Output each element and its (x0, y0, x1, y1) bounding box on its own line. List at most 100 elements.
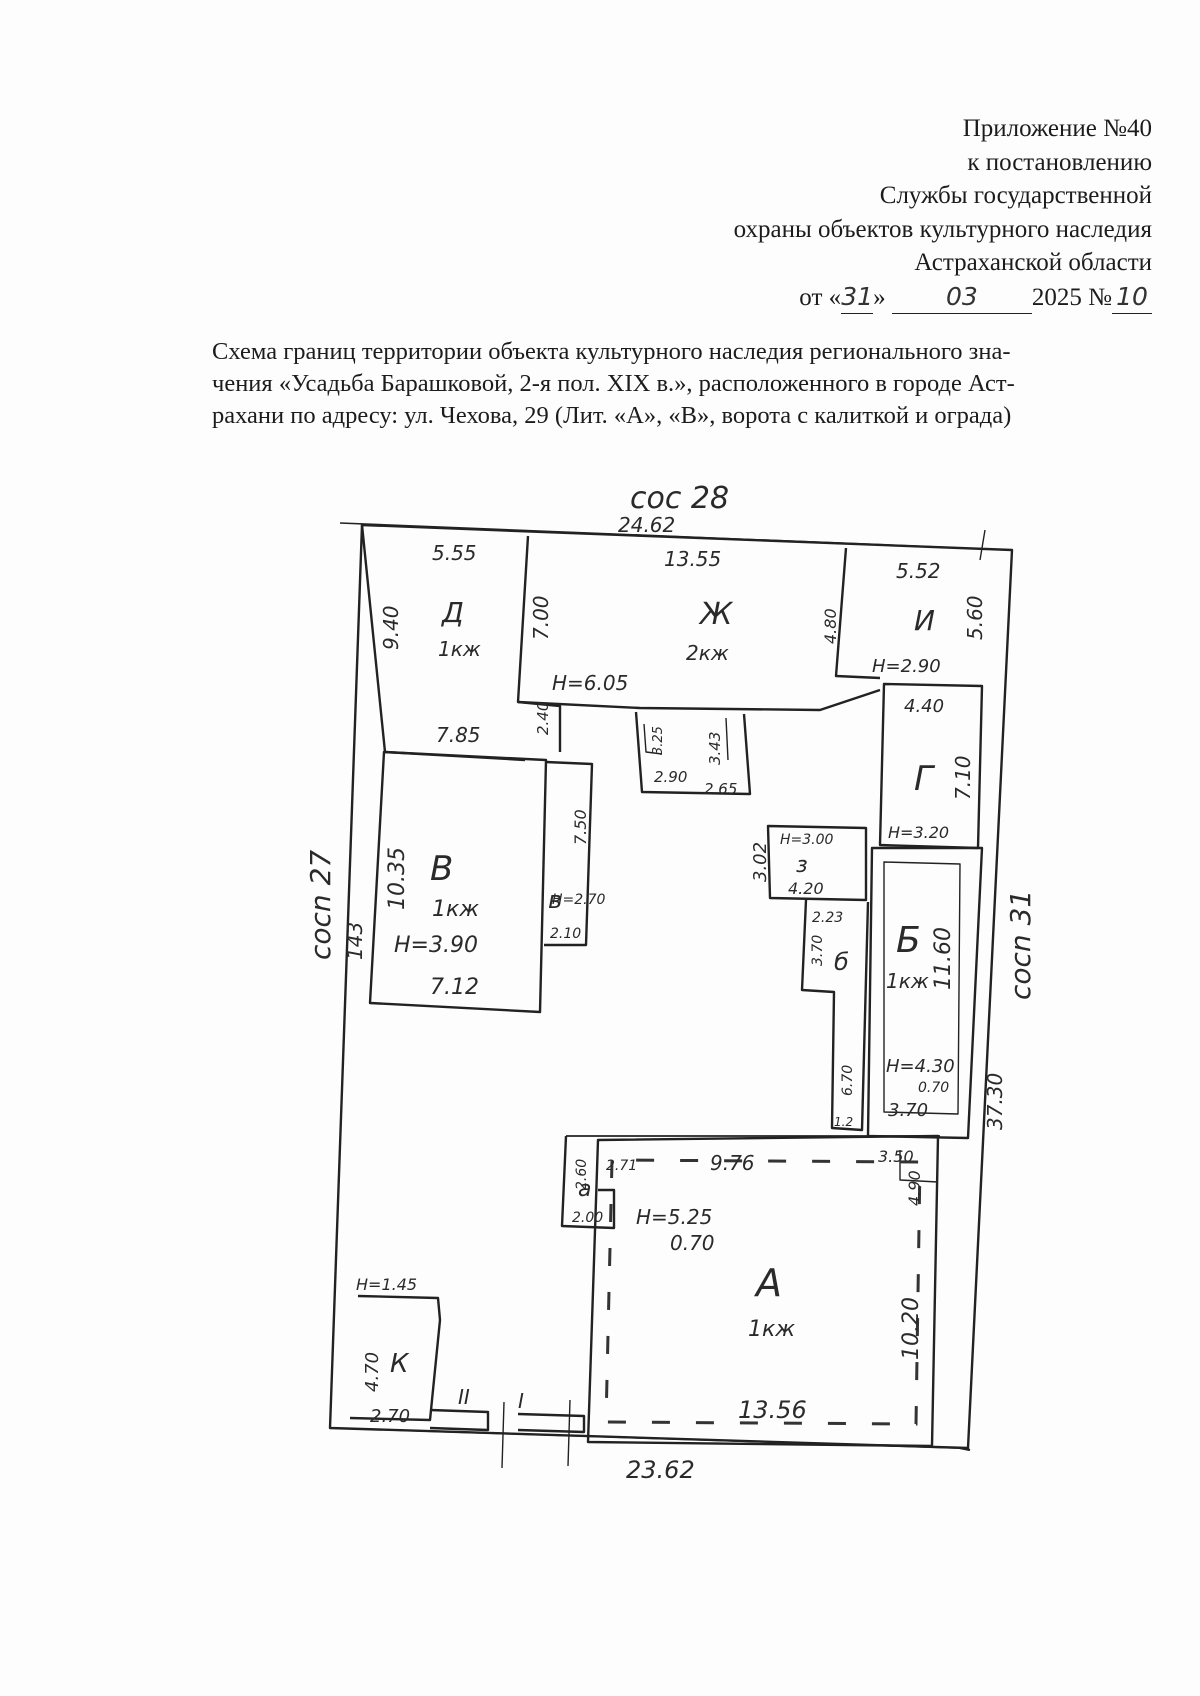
label-gate-ii: II (458, 1385, 470, 1409)
appendix-line-4: охраны объектов культурного наследия (733, 215, 1152, 243)
a-top-dim: 9.76 (710, 1151, 755, 1175)
appendix-header: Приложение №40 к постановлению Службы го… (592, 112, 1152, 314)
label-k: К (390, 1349, 410, 1379)
a-right-side-dim: 4.90 (905, 1170, 924, 1206)
label-g: Г (914, 759, 936, 799)
gate-ii-outline (429, 1408, 490, 1432)
a-ext-bottom-dim: 2.00 (572, 1210, 603, 1226)
building-a-outline (586, 1134, 940, 1448)
neighbor-top-label: coc 28 (630, 481, 729, 516)
zh-floors: 2кж (686, 641, 729, 665)
a-height-sub: 0.70 (670, 1231, 715, 1255)
annex-dim-a: 3.25 (651, 726, 666, 755)
neighbor-right-label: cocn 31 (1004, 890, 1037, 1000)
neighbor-left-num: 143 (343, 922, 367, 960)
d-bottom-dim: 7.85 (436, 723, 481, 747)
b-height: Н=4.30 (886, 1056, 955, 1077)
b-ext-side-dim: 3.70 (810, 935, 826, 966)
title-line-3: рахани по адресу: ул. Чехова, 29 (Лит. «… (212, 402, 1012, 429)
zh-left-dim: 7.00 (529, 595, 553, 640)
label-a: А (753, 1261, 782, 1305)
handwritten-number: 10 (1112, 280, 1152, 314)
i-height: Н=2.90 (872, 656, 941, 677)
a-bottom-dim: 13.56 (738, 1396, 807, 1424)
a-side-dim: 10.20 (899, 1297, 924, 1360)
a-right-top-dim: 3.50 (878, 1147, 914, 1166)
v-left-dim: 10.35 (385, 847, 410, 910)
neighbor-left-label: cocn 27 (304, 850, 337, 960)
dim-bottom: 23.62 (626, 1456, 695, 1484)
v-height: Н=3.90 (394, 933, 478, 958)
zh-top-dim: 13.55 (664, 547, 721, 571)
gate-i-outline (517, 1412, 586, 1434)
annex-dim-b: 3.43 (706, 732, 724, 765)
title-line-1: Схема границ территории объекта культурн… (212, 338, 1011, 365)
b-height-sub: 0.70 (918, 1080, 949, 1096)
dim-right: 37.30 (983, 1073, 1007, 1130)
b-side-dim: 11.60 (931, 927, 956, 990)
annex-outline (634, 711, 752, 796)
a-top-small-dim: 2.71 (606, 1158, 637, 1174)
building-v-extension (544, 760, 594, 947)
label-gate-i: I (518, 1389, 524, 1413)
handwritten-day: 31 (841, 280, 874, 314)
handwritten-month: 03 (891, 280, 1032, 314)
i-left-dim: 4.80 (821, 608, 840, 644)
structure-k-outline (349, 1294, 442, 1422)
g-top-dim: 4.40 (904, 696, 944, 717)
v-bottom-dim: 7.12 (430, 975, 479, 1000)
annex-dim-c: 2.90 (654, 768, 687, 786)
d-floors: 1кж (438, 637, 481, 661)
z-left-dim: 3.02 (750, 842, 771, 882)
label-b-extension: б (834, 948, 849, 976)
k-bottom-dim: 2.70 (370, 1406, 410, 1427)
label-z: з (796, 853, 808, 878)
building-b-outline (866, 846, 984, 1140)
appendix-line-3: Службы государственной (879, 182, 1152, 209)
v-ext-height: Н=2.70 (552, 892, 606, 908)
a-floors: 1кж (748, 1317, 795, 1342)
label-a-extension: а (578, 1177, 591, 1202)
dim-top: 24.62 (618, 513, 675, 537)
d-left-dim: 9.40 (379, 605, 403, 650)
appendix-number: Приложение №40 (962, 115, 1152, 142)
g-side-dim: 7.10 (951, 755, 975, 800)
k-height: Н=1.45 (356, 1275, 417, 1294)
building-b-extension (800, 899, 870, 1132)
appendix-line-2: к постановлению (967, 148, 1152, 176)
zh-height: Н=6.05 (552, 671, 628, 695)
b-bottom-dim: 3.70 (888, 1100, 928, 1121)
v-floors: 1кж (432, 897, 479, 922)
i-right-dim: 5.60 (963, 595, 987, 640)
b-ext-bottom-dim: 1.2 (834, 1115, 853, 1129)
a-height: Н=5.25 (636, 1205, 712, 1229)
a-ext-side-dim: 2.60 (574, 1159, 590, 1190)
b-ext-lower-dim: 6.70 (840, 1065, 856, 1096)
label-i: И (914, 604, 935, 637)
v-ext-side-dim: 7.50 (571, 809, 590, 845)
annex-dim-d: 2.65 (704, 780, 737, 798)
b-floors: 1кж (886, 969, 929, 993)
v-ext-bottom-dim: 2.10 (550, 926, 581, 942)
g-height: Н=3.20 (888, 823, 949, 842)
label-v: В (430, 849, 453, 889)
z-bottom-dim: 4.20 (788, 879, 824, 898)
title-line-2: чения «Усадьба Барашковой, 2-я пол. XIX … (212, 370, 1015, 397)
label-b: Б (896, 920, 921, 961)
label-d: Д (440, 596, 464, 629)
d-top-dim: 5.55 (432, 541, 477, 565)
document-title: Схема границ территории объекта культурн… (212, 336, 1162, 432)
zh-step-dim: 2.40 (534, 702, 552, 735)
building-a-dashed-contour (604, 1158, 922, 1426)
label-v-extension: в (548, 886, 562, 914)
label-zh: Ж (698, 597, 734, 632)
k-side-dim: 4.70 (362, 1352, 383, 1392)
appendix-line-5: Астраханской области (914, 249, 1152, 276)
building-i-outline (834, 547, 881, 680)
porch-z-outline (766, 824, 868, 902)
i-top-dim: 5.52 (896, 559, 941, 583)
building-a-extension (560, 1135, 616, 1230)
